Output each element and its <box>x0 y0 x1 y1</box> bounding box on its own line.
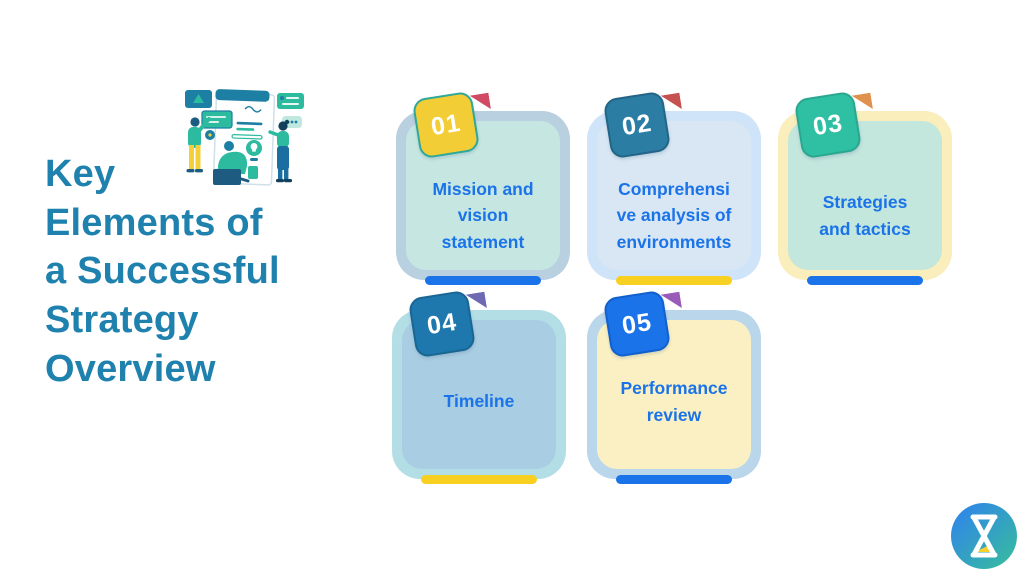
number-badge: 04 <box>407 289 477 359</box>
card-label: Timeline <box>443 391 515 412</box>
card-body: Mission and vision statement <box>406 121 560 270</box>
card-label: Comprehensi ve analysis of environments <box>616 178 732 252</box>
title-line: Overview <box>45 347 216 390</box>
card-performance-review: 05 Performance review <box>587 289 761 484</box>
card-timeline: 04 Timeline <box>392 289 566 484</box>
title-line: a Successful <box>45 250 280 293</box>
page-title: Key Elements of a Successful Strategy Ov… <box>45 150 375 393</box>
card-label: Mission and vision statement <box>432 178 534 252</box>
card-mission-vision: 01 Mission and vision statement <box>396 90 570 285</box>
number-badge: 02 <box>602 90 672 160</box>
title-line: Elements of <box>45 201 263 244</box>
number-badge: 01 <box>411 90 481 160</box>
card-accent-bar <box>807 276 923 285</box>
card-label: Strategies and tactics <box>819 191 911 239</box>
team-planning-illustration <box>185 89 304 186</box>
card-accent-bar <box>616 475 732 484</box>
number-badge: 05 <box>602 289 672 359</box>
card-comprehensive-analysis: 02 Comprehensi ve analysis of environmen… <box>587 90 761 285</box>
title-line: Strategy <box>45 298 199 341</box>
card-accent-bar <box>616 276 732 285</box>
card-strategies-tactics: 03 Strategies and tactics <box>778 90 952 285</box>
title-line: Key <box>45 153 116 195</box>
hourglass-logo-icon <box>951 503 1017 569</box>
card-accent-bar <box>421 475 537 484</box>
card-accent-bar <box>425 276 541 285</box>
number-badge: 03 <box>793 90 863 160</box>
card-label: Performance review <box>620 377 728 425</box>
